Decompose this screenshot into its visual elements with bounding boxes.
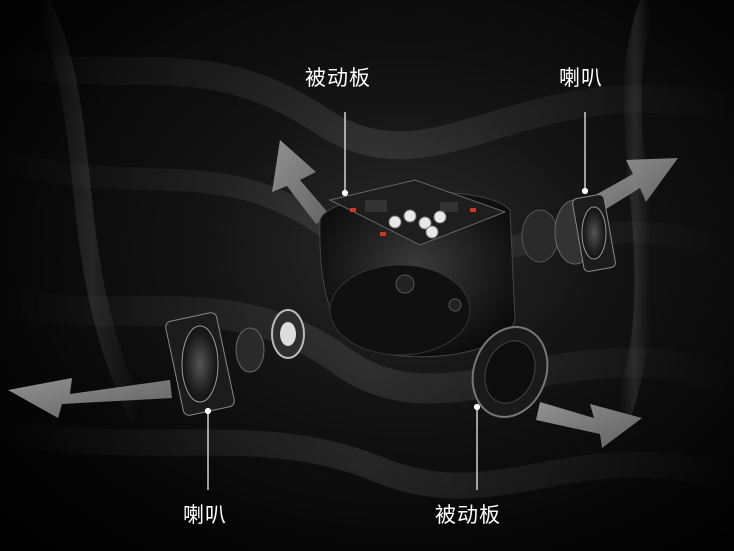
- label-top-passive-radiator: 被动板: [305, 66, 371, 90]
- right-speaker-driver: [521, 194, 616, 272]
- arrow-left: [8, 378, 172, 418]
- callout-lines: [204, 112, 589, 490]
- airflow-arrows: [8, 140, 678, 448]
- label-bottom-speaker: 喇叭: [183, 503, 227, 527]
- label-top-speaker: 喇叭: [559, 66, 603, 90]
- arrow-top-right: [590, 158, 678, 214]
- arrow-bottom-right: [536, 402, 642, 448]
- circuit-board: [328, 179, 507, 246]
- label-bottom-passive-radiator: 被动板: [435, 503, 501, 527]
- smoke-wisps: [0, 0, 734, 499]
- arrow-top-left: [272, 140, 330, 224]
- bottom-passive-radiator: [471, 326, 549, 418]
- left-speaker-driver: [165, 309, 305, 416]
